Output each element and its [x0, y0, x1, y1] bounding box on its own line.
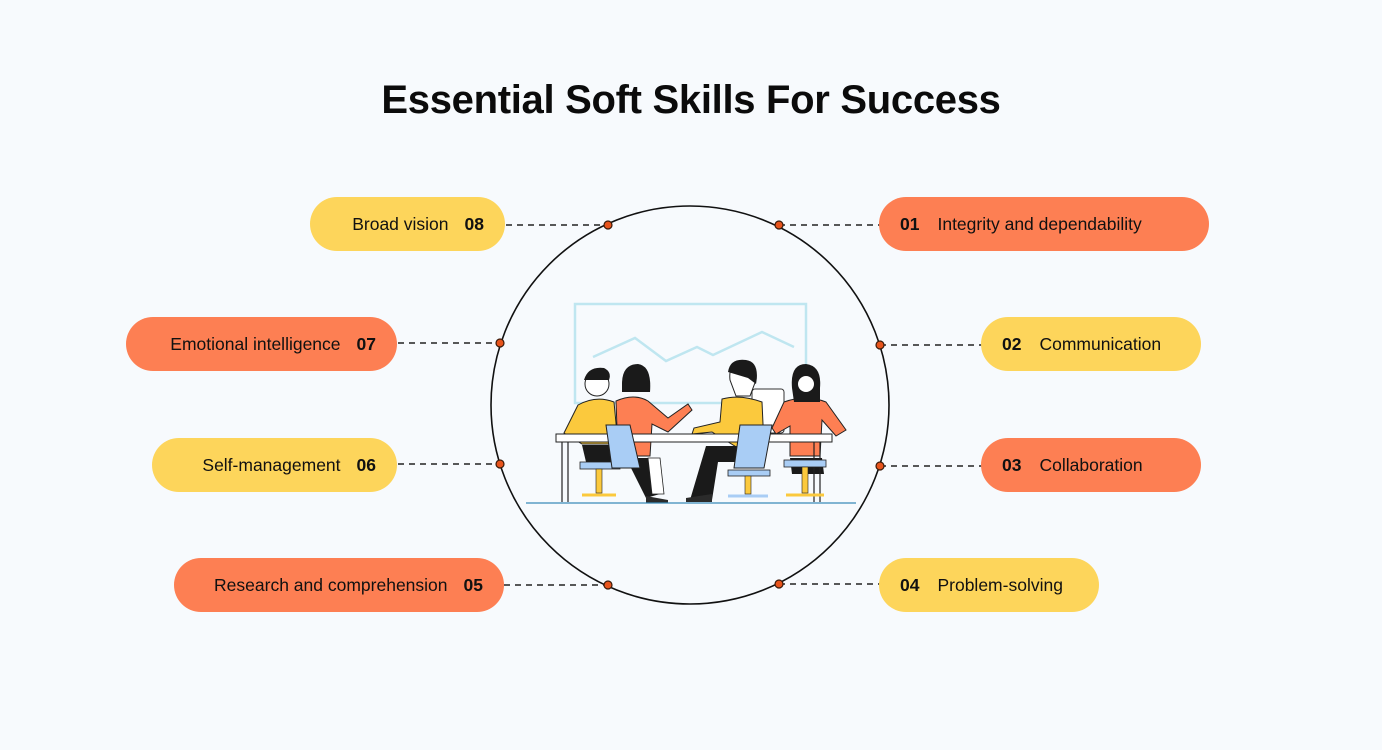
skill-number: 01 [900, 213, 920, 234]
dot-icon [774, 579, 784, 589]
skill-number: 07 [356, 333, 376, 354]
skill-number: 08 [464, 213, 484, 234]
skill-label: Integrity and dependability [937, 213, 1142, 234]
skill-pill-04: 04 Problem-solving [879, 558, 1099, 612]
central-circle [490, 205, 890, 605]
dot-icon [603, 220, 613, 230]
skill-pill-06: Self-management 06 [152, 438, 397, 492]
skill-pill-03: 03 Collaboration [981, 438, 1201, 492]
skill-pill-08: Broad vision 08 [310, 197, 505, 251]
skill-number: 05 [463, 574, 483, 595]
skill-number: 02 [1002, 333, 1022, 354]
skill-number: 06 [356, 454, 376, 475]
skill-pill-05: Research and comprehension 05 [174, 558, 504, 612]
dot-icon [495, 338, 505, 348]
dot-icon [603, 580, 613, 590]
page-title: Essential Soft Skills For Success [381, 78, 1001, 122]
team-meeting-illustration [526, 302, 856, 504]
dot-icon [495, 459, 505, 469]
skill-pill-07: Emotional intelligence 07 [126, 317, 397, 371]
skill-number: 04 [900, 574, 920, 595]
skill-pill-01: 01 Integrity and dependability [879, 197, 1209, 251]
skill-label: Collaboration [1039, 454, 1143, 475]
skill-label: Emotional intelligence [170, 333, 341, 354]
skill-label: Problem-solving [937, 574, 1063, 595]
dot-icon [774, 220, 784, 230]
skill-number: 03 [1002, 454, 1022, 475]
skill-label: Communication [1039, 333, 1162, 354]
skill-label: Broad vision [352, 213, 449, 234]
skill-pill-02: 02 Communication [981, 317, 1201, 371]
skill-label: Self-management [202, 454, 341, 475]
dot-icon [875, 461, 885, 471]
dot-icon [875, 340, 885, 350]
skill-label: Research and comprehension [214, 574, 448, 595]
